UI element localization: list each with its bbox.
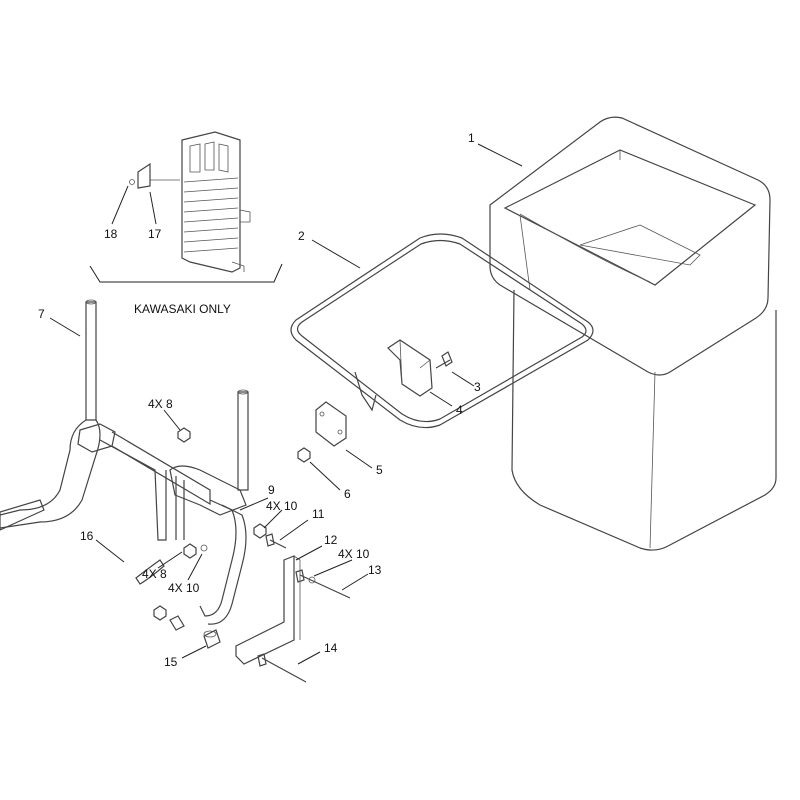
callout-leaders — [49, 143, 523, 665]
tube-frame-left — [0, 299, 211, 541]
callout-4: 4 — [456, 403, 463, 417]
callout-3: 3 — [474, 380, 481, 394]
callout-15: 15 — [164, 655, 178, 669]
wire-frame — [290, 233, 594, 429]
callout-13: 13 — [368, 563, 382, 577]
callout-8: 4X 8 — [148, 397, 173, 411]
callout-9: 9 — [268, 483, 275, 497]
callout-10: 4X 10 — [266, 499, 298, 513]
kawasaki-guard — [89, 131, 283, 283]
callout-1: 1 — [468, 131, 475, 145]
callout-11: 11 — [312, 507, 325, 521]
bracket-plate-12 — [235, 555, 301, 665]
hardware-small — [135, 427, 351, 683]
callout-10b: 4X 10 — [338, 547, 370, 561]
callout-5: 5 — [376, 463, 383, 477]
nut-6 — [297, 447, 311, 463]
callout-7: 7 — [38, 307, 45, 321]
callout-14: 14 — [324, 641, 338, 655]
kawasaki-only-note: KAWASAKI ONLY — [134, 302, 231, 316]
callout-labels: 1 2 3 4 5 6 7 4X 8 9 4X 10 11 12 4X 10 1… — [38, 131, 481, 669]
tube-frame-right — [169, 389, 249, 625]
callout-6: 6 — [344, 487, 351, 501]
callout-18: 18 — [104, 227, 118, 241]
hopper-bin — [489, 116, 777, 551]
bolt-3 — [435, 351, 453, 369]
callout-10c: 4X 10 — [168, 581, 200, 595]
clip-bracket — [387, 339, 433, 397]
callout-2: 2 — [298, 229, 305, 243]
callout-17: 17 — [148, 227, 162, 241]
callout-8b: 4X 8 — [142, 567, 167, 581]
plate-5 — [315, 401, 347, 447]
callout-16: 16 — [80, 529, 94, 543]
callout-12: 12 — [324, 533, 338, 547]
